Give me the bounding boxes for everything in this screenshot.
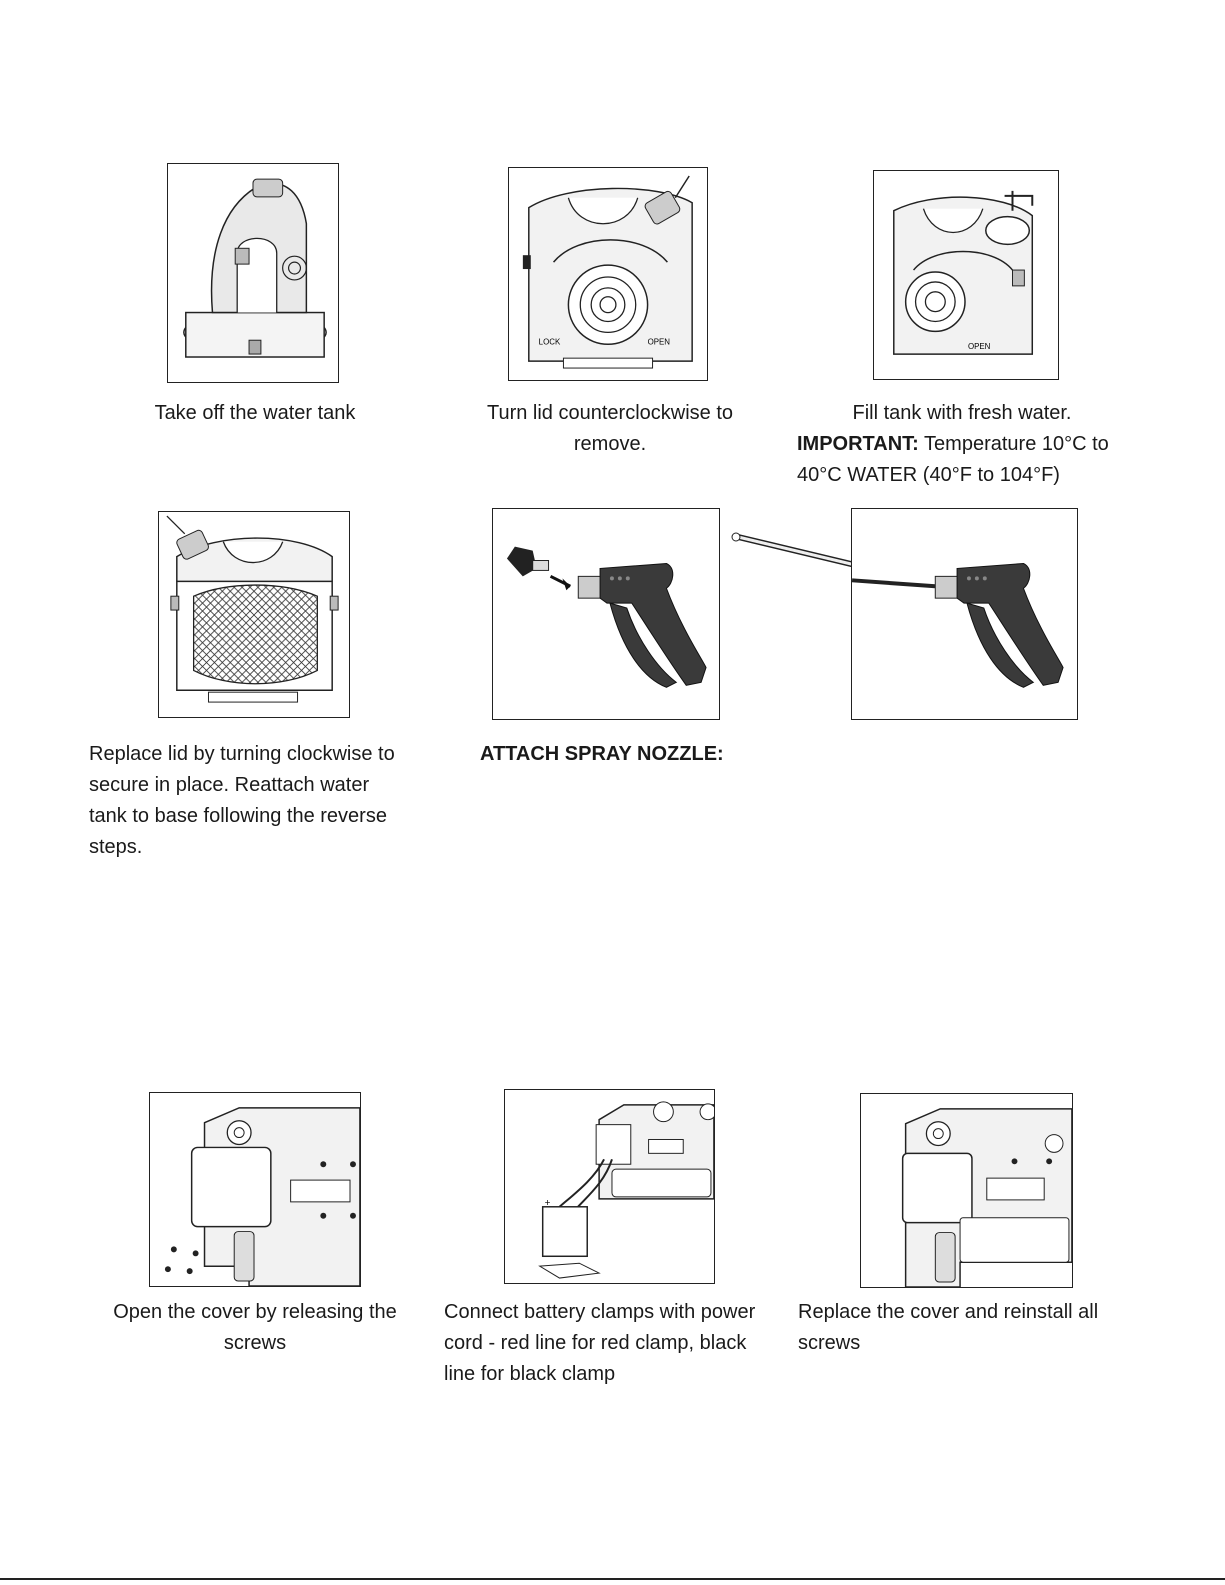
figure-fill-tank: OPEN bbox=[873, 170, 1059, 380]
caption-replace-cover-line1: Replace the cover and reinstall all bbox=[798, 1301, 1099, 1323]
caption-replace-cover: Replace the cover and reinstall all scre… bbox=[798, 1297, 1138, 1359]
figure-attach-nozzle bbox=[492, 508, 720, 720]
caption-replace-lid-line1: Replace lid by turning clockwise to bbox=[89, 743, 395, 765]
caption-turn-lid: Turn lid counterclockwise to remove. bbox=[460, 398, 760, 460]
lock-label: LOCK bbox=[539, 337, 561, 346]
caption-fill-tank-line3: 40°C WATER (40°F to 104°F) bbox=[797, 464, 1060, 486]
caption-open-cover: Open the cover by releasing the screws bbox=[100, 1297, 410, 1359]
figure-connect-battery: + bbox=[504, 1089, 715, 1284]
caption-open-cover-line2: screws bbox=[223, 1332, 287, 1354]
caption-replace-lid-line3: tank to base following the reverse bbox=[89, 805, 387, 827]
caption-fill-tank: Fill tank with fresh water. IMPORTANT: T… bbox=[797, 398, 1137, 491]
figure-replace-lid bbox=[158, 511, 350, 718]
temperature-text: Temperature 10°C to bbox=[918, 433, 1109, 455]
figure-turn-lid: LOCK OPEN bbox=[508, 167, 708, 381]
caption-replace-lid-line4: steps. bbox=[89, 836, 143, 858]
caption-fill-tank-line1: Fill tank with fresh water. bbox=[852, 402, 1072, 424]
caption-replace-lid-line2: secure in place. Reattach water bbox=[89, 774, 370, 796]
caption-connect-battery-line2: cord - red line for red clamp, black bbox=[444, 1332, 747, 1354]
figure-open-cover bbox=[149, 1092, 361, 1287]
caption-turn-lid-line1: Turn lid counterclockwise to bbox=[486, 402, 734, 424]
figure-attach-lance bbox=[851, 508, 1078, 720]
caption-replace-lid: Replace lid by turning clockwise to secu… bbox=[89, 739, 429, 863]
important-label: IMPORTANT: bbox=[797, 433, 919, 455]
caption-connect-battery: Connect battery clamps with power cord -… bbox=[444, 1297, 784, 1390]
caption-open-cover-line1: Open the cover by releasing the bbox=[113, 1301, 397, 1323]
figure-remove-tank bbox=[167, 163, 339, 383]
open-label-2: OPEN bbox=[968, 342, 991, 351]
footer-rule bbox=[0, 1578, 1225, 1580]
caption-turn-lid-line2: remove. bbox=[573, 433, 647, 455]
caption-attach-nozzle: ATTACH SPRAY NOZZLE: bbox=[480, 743, 724, 765]
open-label: OPEN bbox=[648, 337, 671, 346]
plus-sign: + bbox=[545, 1198, 551, 1209]
caption-take-off-tank: Take off the water tank bbox=[154, 402, 356, 424]
caption-replace-cover-line2: screws bbox=[798, 1332, 861, 1354]
figure-replace-cover bbox=[860, 1093, 1073, 1288]
caption-connect-battery-line1: Connect battery clamps with power bbox=[444, 1301, 756, 1323]
caption-fill-tank-line2: IMPORTANT: Temperature 10°C to bbox=[797, 429, 1137, 460]
caption-connect-battery-line3: line for black clamp bbox=[444, 1363, 616, 1385]
